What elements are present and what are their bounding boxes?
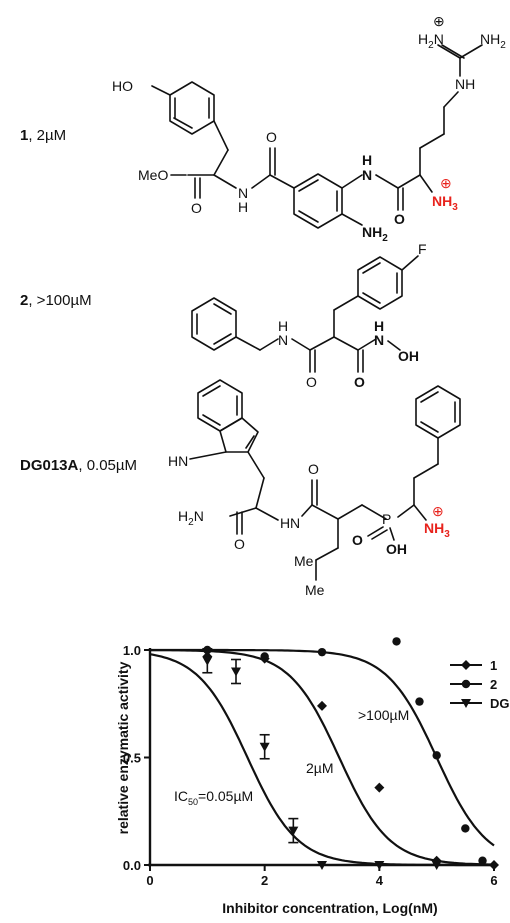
legend-label: 1 [490, 658, 497, 673]
atom-o: O [394, 211, 405, 227]
atom-me: Me [305, 582, 325, 598]
compound-dg013a-structure: HN H2N O H N O Me Me P O OH [168, 379, 461, 598]
atom-plus: ⊕ [433, 13, 445, 29]
dose-response-chart: 0 2 4 6 0.0 0.5 1.0 Inhibitor concentration, … [115, 637, 510, 916]
atom-n: N [362, 167, 372, 183]
data-point-2 [461, 824, 470, 833]
atom-h: H [374, 318, 384, 334]
y-ticks: 0.0 0.5 1.0 [123, 643, 150, 873]
atom-hn: HN [168, 453, 188, 469]
y-tick-label: 0.5 [123, 751, 141, 766]
atom-plus: ⊕ [432, 503, 444, 519]
x-tick-label: 0 [146, 873, 153, 888]
x-tick-label: 2 [261, 873, 268, 888]
data-point-2 [260, 652, 269, 661]
annotation-100um: >100µM [358, 707, 409, 723]
fit-curves [149, 648, 495, 867]
compound-2-structure: H N O F O H N OH [191, 241, 427, 390]
x-tick-label: 6 [490, 873, 497, 888]
data-point-2 [392, 637, 401, 646]
atom-o: O [306, 374, 317, 390]
data-point-DG013A [317, 861, 327, 870]
atom-o: O [354, 374, 365, 390]
data-point-2 [415, 697, 424, 706]
data-point-DG013A [374, 861, 385, 870]
atom-h: H [238, 199, 248, 215]
atom-plus: ⊕ [440, 175, 452, 191]
atom-n: N [278, 332, 288, 348]
data-point-DG013A [231, 667, 241, 677]
atom-f: F [418, 241, 427, 257]
data-point-2 [317, 647, 327, 657]
y-tick-label: 0.0 [123, 858, 141, 873]
y-tick-label: 1.0 [123, 643, 141, 658]
legend-marker [461, 699, 471, 708]
atom-o: O [191, 200, 202, 216]
compound-dg013a-label: DG013A, 0.05µM [20, 457, 137, 474]
atom-oh: OH [386, 541, 407, 557]
atom-h2n: H2N [178, 508, 204, 528]
atom-h: H [278, 318, 288, 334]
data-point-DG013A [259, 742, 270, 752]
atom-o: O [308, 461, 319, 477]
data-point-DG013A [288, 826, 299, 836]
x-tick-label: 4 [376, 873, 384, 888]
y-axis-label: relative enzymatic activity [115, 661, 131, 834]
atom-nh2: NH2 [480, 31, 506, 51]
data-point-2 [432, 751, 441, 760]
atom-p: P [382, 511, 391, 527]
atom-h2n: H2N [418, 31, 444, 51]
compound-2-label: 2, >100µM [20, 292, 92, 309]
data-markers [202, 637, 499, 870]
atom-o: O [234, 536, 245, 552]
atom-oh: OH [398, 348, 419, 364]
atom-o: O [352, 532, 363, 548]
compound-1-label: 1, 2µM [20, 127, 66, 144]
data-point-1 [317, 700, 327, 711]
data-point-DG013A [202, 656, 213, 666]
atom-nh2: NH2 [362, 224, 388, 244]
atom-me: Me [294, 553, 314, 569]
compound-1-structure: HO MeO O N H O NH2 H N O [112, 13, 506, 244]
data-point-DG013A [431, 861, 442, 870]
atom-meo: MeO [138, 167, 168, 183]
atom-nh3: NH3 [432, 193, 458, 213]
legend-marker [461, 679, 471, 689]
legend-label: DG013A [490, 696, 510, 711]
atom-o: O [266, 129, 277, 145]
data-point-1 [489, 860, 499, 870]
legend-label: 2 [490, 677, 497, 692]
ic50-annotation: IC50=0.05µM [174, 788, 253, 807]
atom-n: N [290, 515, 300, 531]
atom-n: N [238, 185, 248, 201]
x-axis-label: Inhibitor concentration, Log(nM) [222, 900, 437, 916]
annotation-2um: 2µM [306, 760, 334, 776]
data-point-2 [478, 856, 487, 865]
atom-h: H [362, 152, 372, 168]
data-point-1 [374, 782, 385, 793]
atom-nh: NH [455, 76, 475, 92]
atom-h: H [280, 515, 290, 531]
atom-ho: HO [112, 78, 133, 94]
atom-nh3: NH3 [424, 520, 450, 540]
legend-marker [461, 660, 471, 670]
atom-n: N [374, 332, 384, 348]
fit-curve-1 [150, 649, 495, 866]
legend: 1 2DG013A [450, 658, 510, 711]
